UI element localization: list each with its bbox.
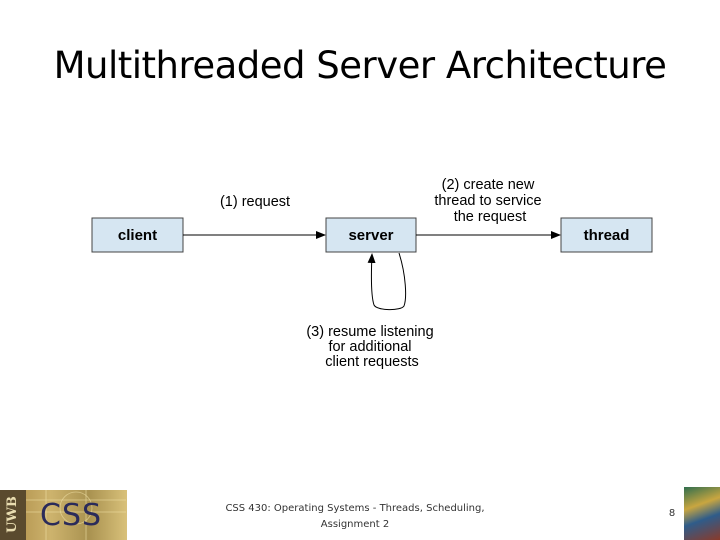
- create-thread-note: (2) create new thread to service the req…: [434, 177, 545, 225]
- footer-line: Assignment 2: [320, 519, 390, 530]
- request-note: (1) request: [220, 194, 290, 210]
- thread-label: thread: [584, 227, 630, 244]
- resume-note-line: client requests: [325, 354, 419, 370]
- create-thread-note-line: the request: [454, 209, 527, 225]
- slide-title: Multithreaded Server Architecture: [53, 44, 667, 87]
- client-label: client: [118, 227, 157, 244]
- textbook-cover-image: [684, 487, 720, 540]
- client-node: client: [91, 217, 184, 253]
- resume-note-line: for additional: [328, 339, 411, 355]
- server-node: server: [325, 217, 417, 253]
- server-label: server: [348, 227, 393, 244]
- create-thread-note-line: thread to service: [434, 193, 541, 209]
- resume-loop-arrow: [367, 252, 407, 311]
- css-logo: UWB CSS: [0, 490, 127, 540]
- resume-note: (3) resume listening for additional clie…: [306, 324, 437, 370]
- slide-footer: CSS 430: Operating Systems - Threads, Sc…: [200, 501, 510, 533]
- page-number: 8: [668, 508, 676, 519]
- create-thread-note-line: (2) create new: [442, 177, 535, 193]
- logo-css-text: CSS: [40, 498, 103, 533]
- logo-decoration: [26, 490, 126, 540]
- request-note-line: (1) request: [220, 194, 290, 210]
- logo-uwb-text: UWB: [0, 490, 26, 540]
- footer-line: CSS 430: Operating Systems - Threads, Sc…: [225, 503, 485, 514]
- thread-node: thread: [560, 217, 653, 253]
- resume-note-line: (3) resume listening: [306, 324, 433, 340]
